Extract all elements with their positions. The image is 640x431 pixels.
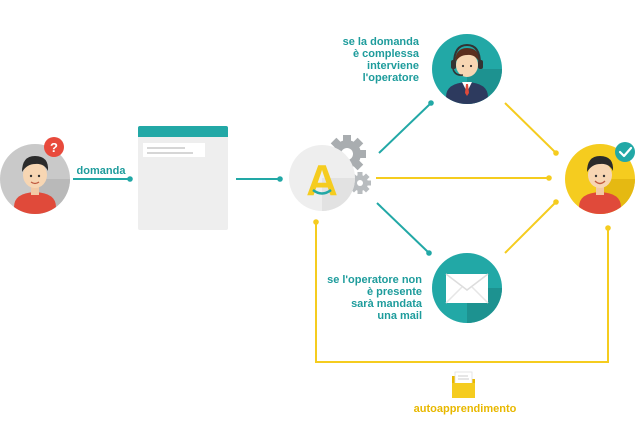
label-domanda: domanda	[77, 165, 127, 177]
connector-dot	[553, 199, 559, 205]
logo-letter: A	[306, 156, 338, 205]
user-resolved	[565, 144, 635, 214]
question-badge: ?	[44, 137, 64, 157]
svg-text:una mail: una mail	[377, 310, 422, 322]
connector-logo-to-mail	[376, 202, 429, 253]
envelope-icon	[445, 273, 489, 304]
svg-text:è complessa: è complessa	[353, 48, 420, 60]
connector-mail-to-resolved	[504, 202, 556, 254]
connector-dot	[546, 175, 552, 181]
connector-operator-to-resolved	[504, 102, 556, 153]
svg-text:è presente: è presente	[367, 286, 422, 298]
check-icon	[618, 146, 633, 158]
connector-dot	[277, 176, 283, 182]
connector-dot	[428, 100, 434, 106]
label-operator-complex: se la domanda è complessa interviene l'o…	[343, 36, 420, 84]
question-icon: ?	[50, 140, 58, 155]
bot-logo: A	[289, 145, 355, 211]
svg-text:se l'operatore non: se l'operatore non	[327, 274, 422, 286]
connector-dot	[127, 176, 133, 182]
connector-feedback-loop	[315, 224, 609, 363]
connectors	[73, 100, 611, 363]
connector-dot	[605, 225, 611, 231]
mail-node	[432, 253, 502, 323]
operator-avatar	[432, 34, 502, 104]
folder-icon	[452, 371, 475, 398]
connector-dot	[313, 219, 319, 225]
chat-window	[138, 126, 228, 230]
svg-text:sarà mandata: sarà mandata	[351, 298, 423, 310]
check-badge	[615, 142, 635, 162]
label-operator-absent: se l'operatore non è presente sarà manda…	[327, 274, 423, 322]
connector-dot	[553, 150, 559, 156]
label-autoapprendimento: autoapprendimento	[414, 403, 517, 415]
svg-text:l'operatore: l'operatore	[363, 72, 419, 84]
user-asking	[0, 144, 70, 214]
svg-text:se la domanda: se la domanda	[343, 36, 420, 48]
connector-dot	[426, 250, 432, 256]
connector-logo-to-operator	[378, 103, 431, 154]
svg-text:interviene: interviene	[367, 60, 419, 72]
window-text-field	[143, 143, 205, 157]
headset-icon	[451, 43, 483, 76]
